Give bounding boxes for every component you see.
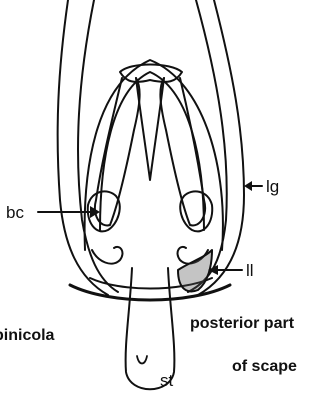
left-outer-lobe	[58, 0, 108, 295]
left-sclerite	[95, 78, 140, 225]
ll-label: ll	[246, 261, 254, 280]
right-sclerite	[160, 78, 205, 225]
base-line-outer	[70, 285, 230, 300]
caption-left: pinicola	[0, 327, 55, 344]
lg-label: lg	[266, 177, 279, 196]
left-lower-curl	[92, 247, 122, 264]
caption-right-line2: of scape	[232, 358, 297, 375]
lg-arrowhead	[244, 181, 252, 191]
bc-label: bc	[6, 203, 24, 222]
caption-right-line1: posterior part	[190, 315, 295, 332]
ll-region	[178, 250, 212, 291]
st-label: st	[160, 371, 174, 390]
stalk-mark	[137, 356, 147, 364]
